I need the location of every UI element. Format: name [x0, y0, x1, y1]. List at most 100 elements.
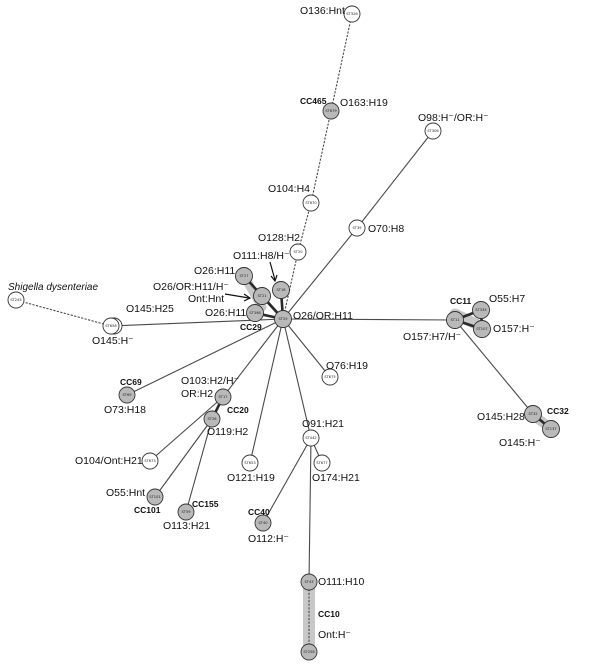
node-st673[interactable]: ST673	[141, 452, 159, 470]
node-st107[interactable]: ST107	[473, 320, 491, 338]
serotype-label: O111:H10	[318, 576, 364, 588]
node-st39[interactable]: ST39	[348, 219, 366, 237]
edge-st29-st675	[282, 318, 331, 378]
arrow-to-st21	[224, 293, 250, 299]
serotype-label: O163:H19	[340, 97, 388, 109]
clonal-complex-label: CC40	[248, 507, 270, 517]
node-st398[interactable]: ST398	[246, 304, 264, 322]
node-label: ST398	[249, 311, 261, 315]
node-st29[interactable]: ST29	[274, 310, 292, 328]
node-st21[interactable]: ST21	[253, 287, 271, 305]
edge-st29-st20	[282, 251, 299, 320]
serotype-label: O55:H7	[489, 293, 525, 305]
node-label: ST69	[122, 393, 132, 397]
node-label: ST21	[257, 294, 266, 298]
node-label: ST670	[305, 201, 317, 205]
serotype-label: O145:H⁻	[92, 335, 134, 347]
node-label: ST679	[325, 109, 337, 113]
node-st27[interactable]: ST27	[235, 267, 253, 285]
clonal-complex-label: CC465	[300, 96, 327, 106]
node-label: ST17	[218, 395, 227, 399]
node-label: ST26	[207, 417, 217, 421]
edge-st29-st653	[249, 318, 284, 464]
serotype-label: O26:H11	[205, 307, 246, 319]
edge-st26-st101	[154, 418, 213, 498]
node-st17[interactable]: ST17	[214, 388, 232, 406]
node-label: ST101	[149, 495, 160, 499]
node-st101[interactable]: ST101	[146, 488, 164, 506]
edge-st341-st245	[15, 299, 112, 327]
node-st335[interactable]: ST335	[472, 301, 490, 319]
node-st43[interactable]: ST43	[300, 573, 318, 591]
node-st59[interactable]: ST59	[177, 503, 195, 521]
node-label: ST43	[304, 580, 313, 584]
node-label: ST137	[545, 427, 556, 431]
node-label: ST675	[324, 375, 335, 379]
node-label: ST39	[352, 226, 362, 230]
node-label: ST658	[105, 324, 117, 328]
serotype-label: Ont:H⁻	[318, 629, 351, 641]
node-st69[interactable]: ST69	[118, 386, 136, 404]
annotation-arrows	[224, 261, 278, 302]
arrowhead-st21	[243, 293, 252, 302]
node-st653[interactable]: ST653	[241, 454, 259, 472]
edge-st29-st69	[126, 318, 284, 396]
node-st137[interactable]: ST137	[542, 420, 560, 438]
node-st26[interactable]: ST26	[203, 410, 221, 428]
node-st306[interactable]: ST306	[424, 122, 442, 140]
serotype-label: O136:Hnt	[300, 5, 345, 17]
clonal-complex-label: CC32	[547, 406, 569, 416]
serotype-label: O104:H4	[268, 183, 310, 195]
node-st658[interactable]: ST658	[102, 317, 120, 335]
serotype-label: O113:H21	[163, 520, 210, 532]
serotype-label: Ont:Hnt	[188, 293, 224, 305]
serotype-label: O104/Ont:H21	[75, 455, 143, 467]
serotype-label: O73:H18	[104, 404, 146, 416]
serotype-label: O145:H⁻	[499, 437, 541, 449]
serotype-label: O157:H7/H⁻	[403, 331, 462, 343]
node-label: ST29	[278, 317, 288, 321]
clonal-complex-label: CC69	[120, 377, 142, 387]
node-label: ST107	[476, 327, 487, 331]
node-st258[interactable]: ST258	[300, 643, 318, 661]
node-st677[interactable]: ST677	[313, 454, 331, 472]
edge-st29-st442	[282, 318, 312, 439]
serotype-label: O26/OR:H11/H⁻	[153, 281, 229, 293]
clonal-complex-label: CC20	[227, 405, 249, 415]
node-label: ST653	[244, 461, 255, 465]
node-st326[interactable]: ST326	[343, 5, 361, 23]
clonal-complex-label: CC10	[318, 609, 340, 619]
node-label: ST20	[293, 250, 303, 254]
edge-st442-st40	[262, 437, 312, 524]
serotype-label: O76:H19	[326, 360, 368, 372]
clonal-complex-label: CC155	[192, 499, 219, 509]
node-st40[interactable]: ST40	[254, 514, 272, 532]
edge-st29-st39	[282, 227, 358, 320]
node-label: ST59	[181, 510, 191, 514]
serotype-label: O103:H2/H⁻	[181, 375, 240, 387]
node-st670[interactable]: ST670	[302, 194, 320, 212]
node-st245[interactable]: ST245	[7, 291, 25, 309]
node-st32[interactable]: ST32	[524, 405, 542, 423]
serotype-label: O112:H⁻	[248, 533, 289, 545]
node-st675[interactable]: ST675	[321, 368, 339, 386]
node-st20[interactable]: ST20	[289, 243, 307, 261]
node-label: ST335	[475, 308, 486, 312]
edge-st26-st59	[185, 418, 213, 513]
node-st16[interactable]: ST16	[272, 281, 290, 299]
node-label: ST326	[346, 12, 358, 16]
node-label: ST442	[305, 436, 316, 440]
edge-st39-st306	[356, 130, 434, 229]
edge-st679-st326	[330, 13, 353, 112]
edge-st29-st17	[222, 318, 284, 398]
node-label: ST673	[144, 459, 155, 463]
node-st679[interactable]: ST679	[322, 102, 340, 120]
node-label: ST258	[303, 650, 315, 654]
node-label: ST677	[316, 461, 327, 465]
node-st11[interactable]: ST11	[446, 311, 464, 329]
node-st442[interactable]: ST442	[302, 429, 320, 447]
serotype-labels: O136:Hnt O163:H19 O98:H⁻/OR:H⁻ O104:H4 O…	[75, 5, 541, 641]
edge-st11-st32	[454, 319, 534, 415]
serotype-label: O55:Hnt	[106, 487, 145, 499]
